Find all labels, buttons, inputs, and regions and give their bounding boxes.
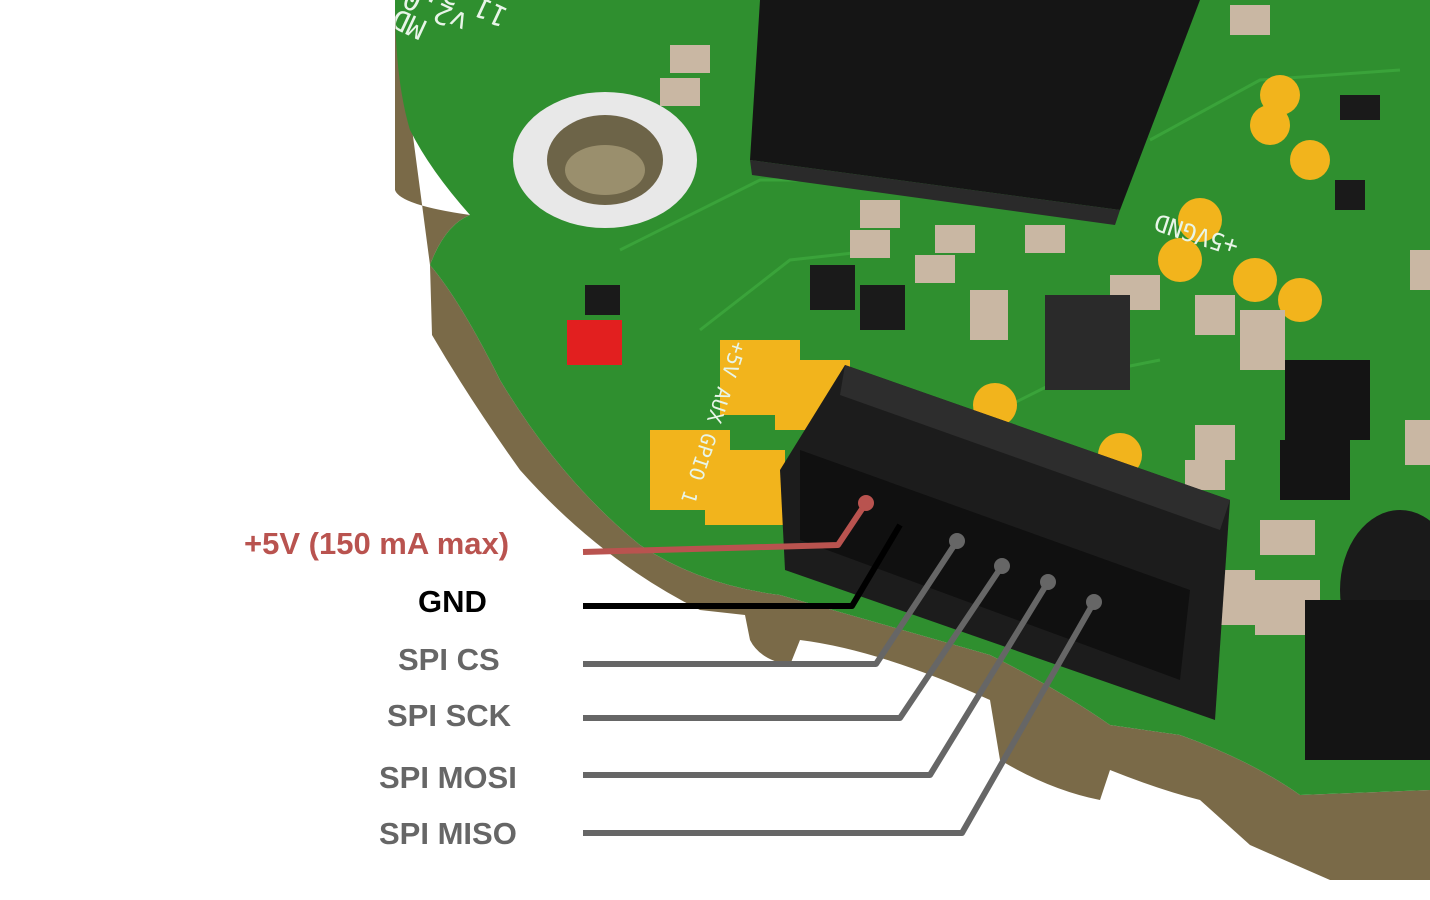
pin-dot-spi-sck [994,558,1010,574]
pin-dot-spi-mosi [1040,574,1056,590]
pin-label-spi-miso: SPI MISO [379,816,517,851]
wire-spi-mosi [583,580,1051,778]
pin-label-spi-cs: SPI CS [398,642,500,677]
status-led [567,285,622,365]
wire-spi-sck [583,564,1005,721]
pin-label-spi-sck: SPI SCK [387,698,512,733]
pin-dot-5v [858,495,874,511]
wire-5v [582,501,869,555]
wire-spi-miso [583,600,1097,836]
pin-label-5v: +5V (150 mA max) [244,526,534,562]
mounting-hole [513,92,697,228]
wire-spi-cs [583,539,960,667]
microcontroller-chip [750,0,1200,225]
pin-label-gnd: GND [418,584,487,619]
wire-gnd [583,523,903,609]
pin-dot-spi-miso [1086,594,1102,610]
pin-dot-spi-cs [949,533,965,549]
pin-wires [582,495,1102,836]
smd-components [660,5,1430,760]
pin-label-spi-mosi: SPI MOSI [379,760,517,795]
